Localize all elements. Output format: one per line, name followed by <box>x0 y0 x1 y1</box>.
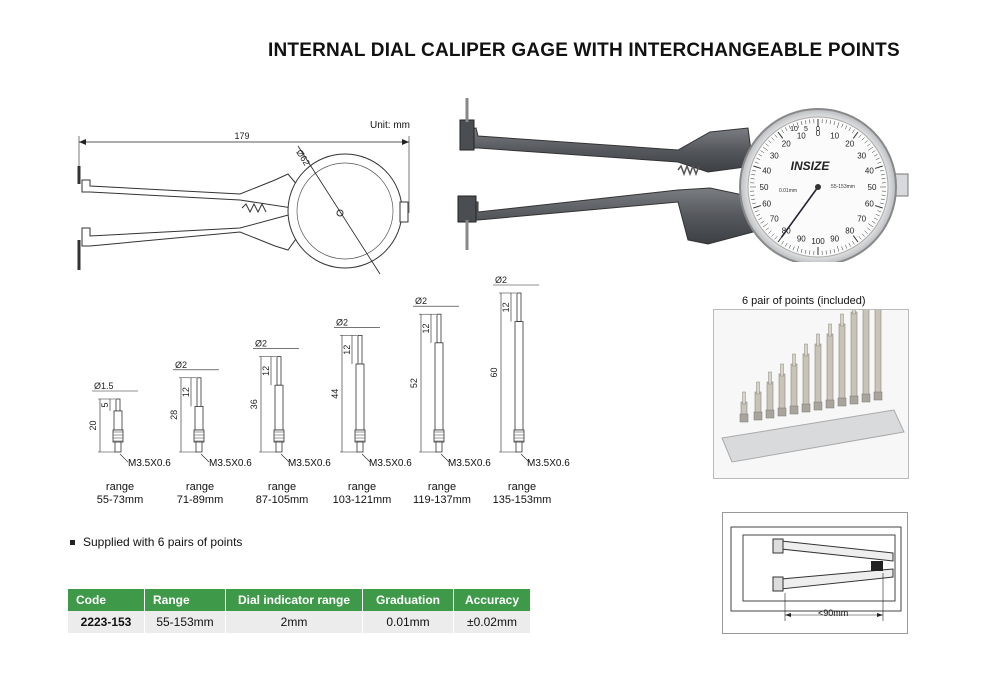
dial-number: 80 <box>845 227 854 236</box>
point-diameter-dim: Ø2 <box>255 339 267 349</box>
length-dimension: 179 <box>234 131 249 141</box>
point-5: 52 12 Ø2 <box>409 296 459 463</box>
header-code: Code <box>68 589 145 611</box>
thread-label-1: M3.5X0.6 <box>128 458 171 469</box>
dial-sub-number: 0 <box>816 126 820 133</box>
point-length-dim: 36 <box>249 399 259 409</box>
pin <box>850 311 858 403</box>
dial-number: 90 <box>830 234 839 243</box>
point-diameter-dim: Ø2 <box>175 360 187 370</box>
dial-number: 10 <box>830 132 839 141</box>
table-row: 2223-153 55-153mm 2mm 0.01mm ±0.02mm <box>68 611 531 633</box>
point-1: 20 5 Ø1.5 <box>88 381 138 463</box>
point-tip-dim: 12 <box>261 366 271 376</box>
point-diameter-dim: Ø1.5 <box>94 381 114 391</box>
usage-dimension: <90mm <box>818 608 849 618</box>
point-2: 28 12 Ø2 <box>169 360 219 463</box>
header-graduation: Graduation <box>362 589 454 611</box>
cell-accuracy: ±0.02mm <box>453 611 531 633</box>
cell-dial-range: 2mm <box>225 611 363 633</box>
usage-illustration: <90mm <box>722 512 908 634</box>
thread-label-2: M3.5X0.6 <box>209 458 252 469</box>
point-tip-dim: 12 <box>181 387 191 397</box>
dial-number: 50 <box>760 183 769 192</box>
dial-number: 60 <box>762 200 771 209</box>
pin <box>790 363 798 413</box>
dial-numbers: 0102030405060708090100908070605040302010… <box>760 126 877 246</box>
dial-graduation-text: 0.01mm <box>779 188 797 194</box>
thread-label-5: M3.5X0.6 <box>448 458 491 469</box>
thread-label-6: M3.5X0.6 <box>527 458 570 469</box>
caliper-drawing: 179 Ø62 <box>77 131 410 275</box>
dial-sub-number: 10 <box>790 126 798 133</box>
dial-diameter-dimension: Ø62 <box>294 148 311 168</box>
point-length-dim: 28 <box>169 410 179 420</box>
header-range: Range <box>144 589 226 611</box>
dial-number: 20 <box>782 139 791 148</box>
page-title: INTERNAL DIAL CALIPER GAGE WITH INTERCHA… <box>268 40 900 61</box>
brand-logo: INSIZE <box>791 159 831 173</box>
point-diameter-dim: Ø2 <box>336 317 348 327</box>
pin <box>814 343 822 409</box>
dial-number: 70 <box>770 215 779 224</box>
dial-number: 100 <box>811 237 825 246</box>
point-length-dim: 20 <box>88 420 98 430</box>
point-4: 44 12 Ø2 <box>330 317 380 463</box>
header-accuracy: Accuracy <box>453 589 531 611</box>
point-tip-dim: 5 <box>100 402 110 407</box>
dial-number: 60 <box>865 200 874 209</box>
caliper-photo: 0102030405060708090100908070605040302010… <box>457 98 909 262</box>
point-tip-dim: 12 <box>342 345 352 355</box>
header-dial-range: Dial indicator range <box>225 589 363 611</box>
dial-number: 30 <box>770 151 779 160</box>
cell-range: 55-153mm <box>144 611 226 633</box>
dial-number: 70 <box>857 215 866 224</box>
dial-number: 20 <box>845 139 854 148</box>
dial-number: 50 <box>868 183 877 192</box>
supply-note: Supplied with 6 pairs of points <box>70 535 242 549</box>
pin <box>802 353 810 411</box>
dial-number: 10 <box>797 132 806 141</box>
photo-caption: 6 pair of points (included) <box>742 295 866 307</box>
unit-label: Unit: mm <box>370 120 410 131</box>
pin <box>874 285 882 399</box>
dial-ticks <box>750 119 886 255</box>
point-6: 60 12 Ø2 <box>489 275 539 463</box>
point-tip-dim: 12 <box>501 302 511 312</box>
dial-number: 0 <box>816 129 821 138</box>
pin <box>862 299 870 401</box>
point-3: 36 12 Ø2 <box>249 339 299 463</box>
cell-code: 2223-153 <box>68 611 145 633</box>
point-length-dim: 60 <box>489 367 499 377</box>
points-photo <box>713 275 909 479</box>
point-length-dim: 44 <box>330 389 340 399</box>
dial-range-text: 55-153mm <box>831 184 855 190</box>
thread-label-4: M3.5X0.6 <box>369 458 412 469</box>
dial-pointer <box>780 186 819 238</box>
point-diameter-dim: Ø2 <box>415 296 427 306</box>
pin <box>838 323 846 405</box>
dial-number: 90 <box>797 234 806 243</box>
dial-number: 40 <box>762 166 771 175</box>
thread-label-3: M3.5X0.6 <box>288 458 331 469</box>
point-tip-dim: 12 <box>421 324 431 334</box>
point-length-dim: 52 <box>409 378 419 388</box>
point-diameter-dim: Ø2 <box>495 275 507 285</box>
dial-number: 30 <box>857 151 866 160</box>
cell-graduation: 0.01mm <box>362 611 454 633</box>
spec-table: Code Range Dial indicator range Graduati… <box>68 589 531 633</box>
pin <box>826 333 834 407</box>
dial-number: 40 <box>865 166 874 175</box>
dial-sub-number: 5 <box>804 126 808 133</box>
